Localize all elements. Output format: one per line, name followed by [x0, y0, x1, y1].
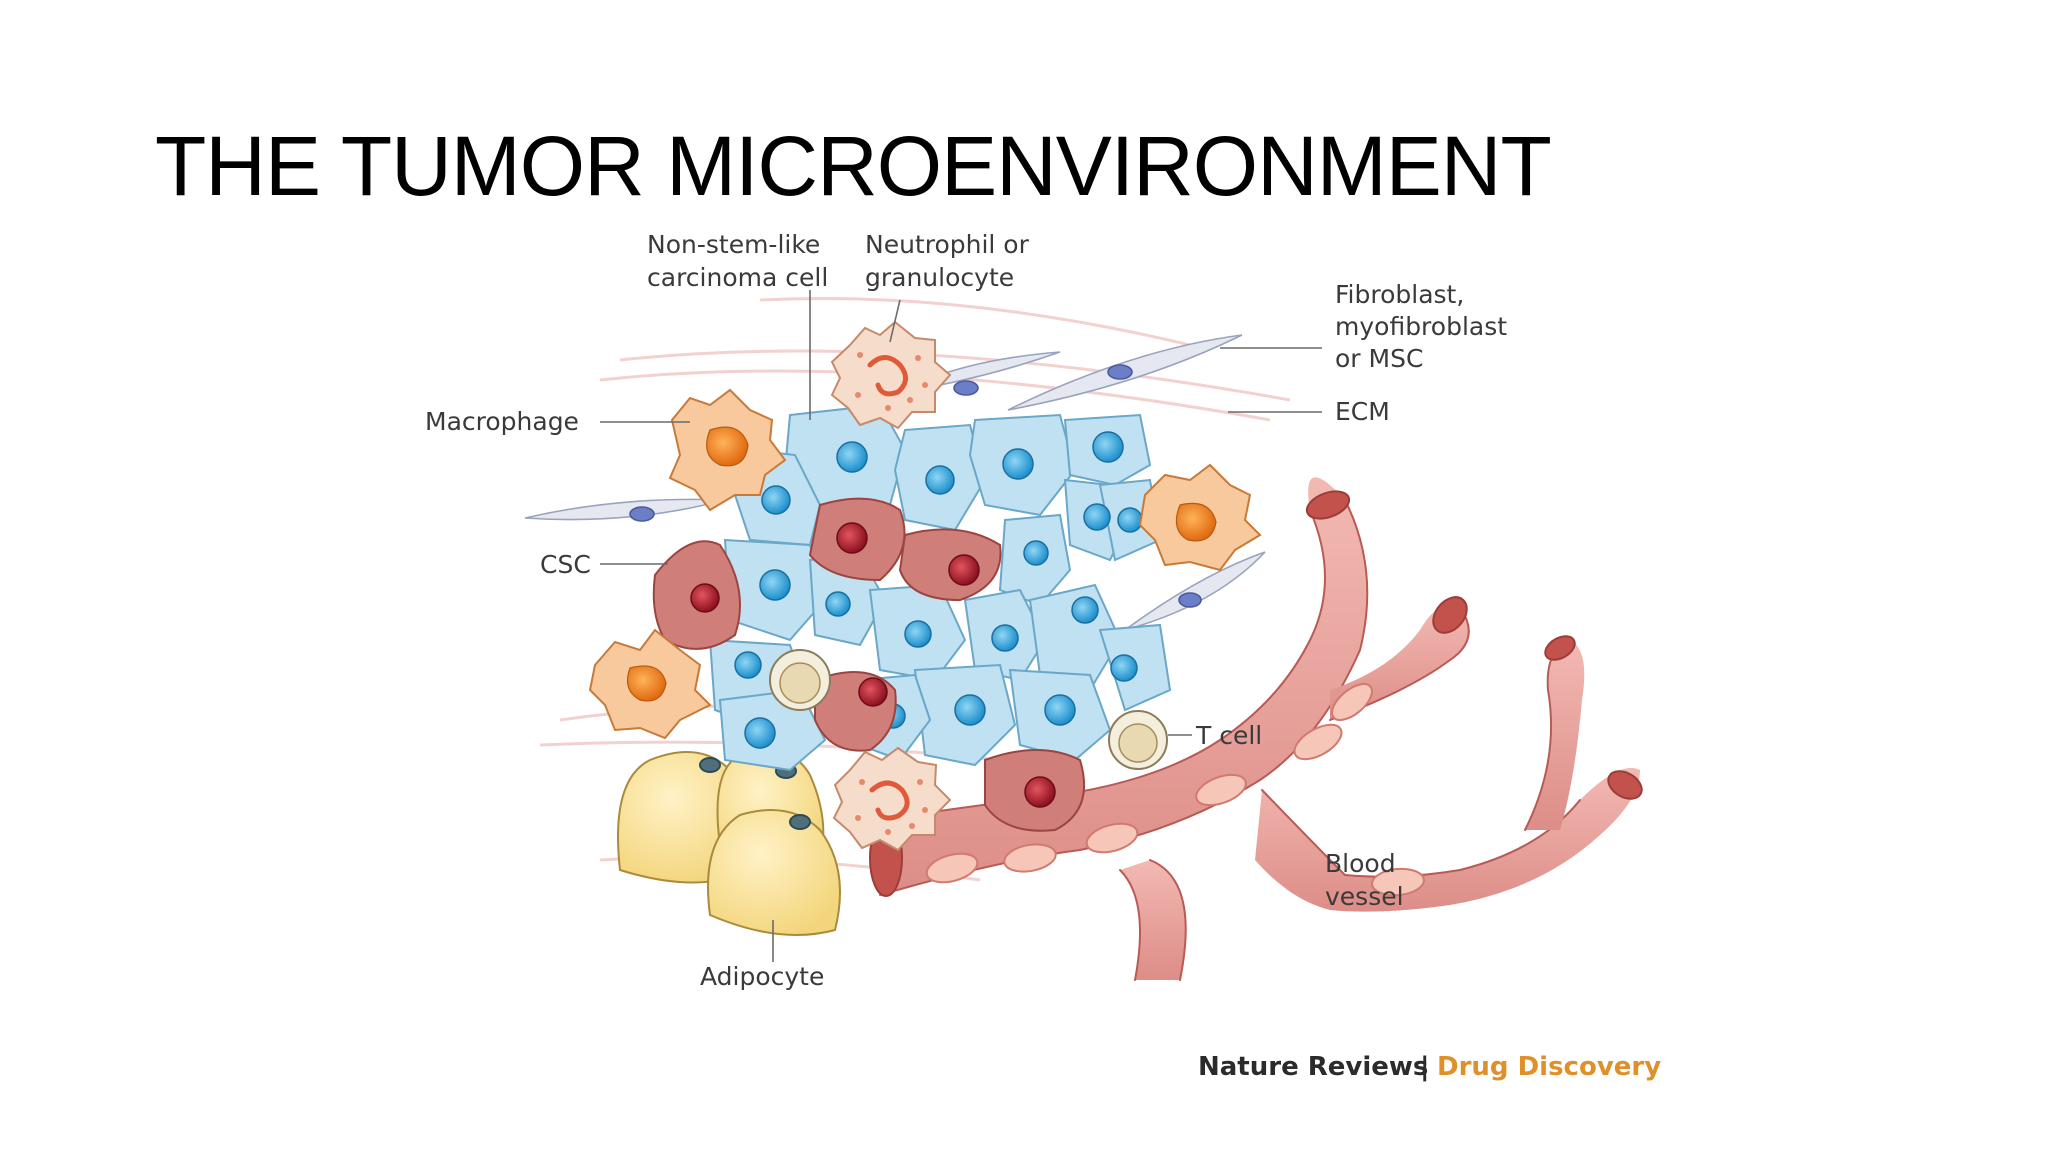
macrophage-nuclei: [627, 426, 1217, 702]
label-t-cell: T cell: [1195, 721, 1262, 750]
figure-credit: Nature Reviews | Drug Discovery: [1198, 1052, 1661, 1082]
credit-journal: Nature Reviews: [1198, 1052, 1428, 1082]
t-cells: [769, 649, 1168, 770]
label-fibroblast-line1: Fibroblast,: [1335, 280, 1464, 309]
neutrophils: [830, 320, 952, 852]
label-blood-line2: vessel: [1325, 882, 1404, 911]
credit-section: Drug Discovery: [1437, 1052, 1661, 1082]
label-non-stem-line1: Non-stem-like: [647, 230, 820, 259]
adipocytes: [617, 749, 841, 936]
label-fibroblast-line3: or MSC: [1335, 344, 1423, 373]
label-neutrophil-line1: Neutrophil or: [865, 230, 1030, 259]
label-macrophage: Macrophage: [425, 407, 579, 436]
label-csc: CSC: [540, 550, 591, 579]
neutrophil-granules: [855, 352, 928, 835]
label-neutrophil-line2: granulocyte: [865, 263, 1014, 292]
label-adipocyte: Adipocyte: [700, 962, 824, 991]
csc-nuclei: [690, 522, 1056, 808]
label-fibroblast-line2: myofibroblast: [1335, 312, 1507, 341]
slide-title: THE TUMOR MICROENVIRONMENT: [155, 119, 1552, 213]
red-blood-cells: [925, 683, 1425, 897]
label-non-stem-line2: carcinoma cell: [647, 263, 828, 292]
leader-lines: [600, 290, 1322, 962]
label-ecm: ECM: [1335, 397, 1390, 426]
carcinoma-nuclei: [734, 431, 1143, 749]
credit-separator: |: [1420, 1052, 1430, 1082]
label-blood-line1: Blood: [1325, 849, 1396, 878]
neutrophil-nuclei: [867, 355, 910, 821]
diagram-labels: Non-stem-like carcinoma cell Neutrophil …: [425, 230, 1507, 991]
